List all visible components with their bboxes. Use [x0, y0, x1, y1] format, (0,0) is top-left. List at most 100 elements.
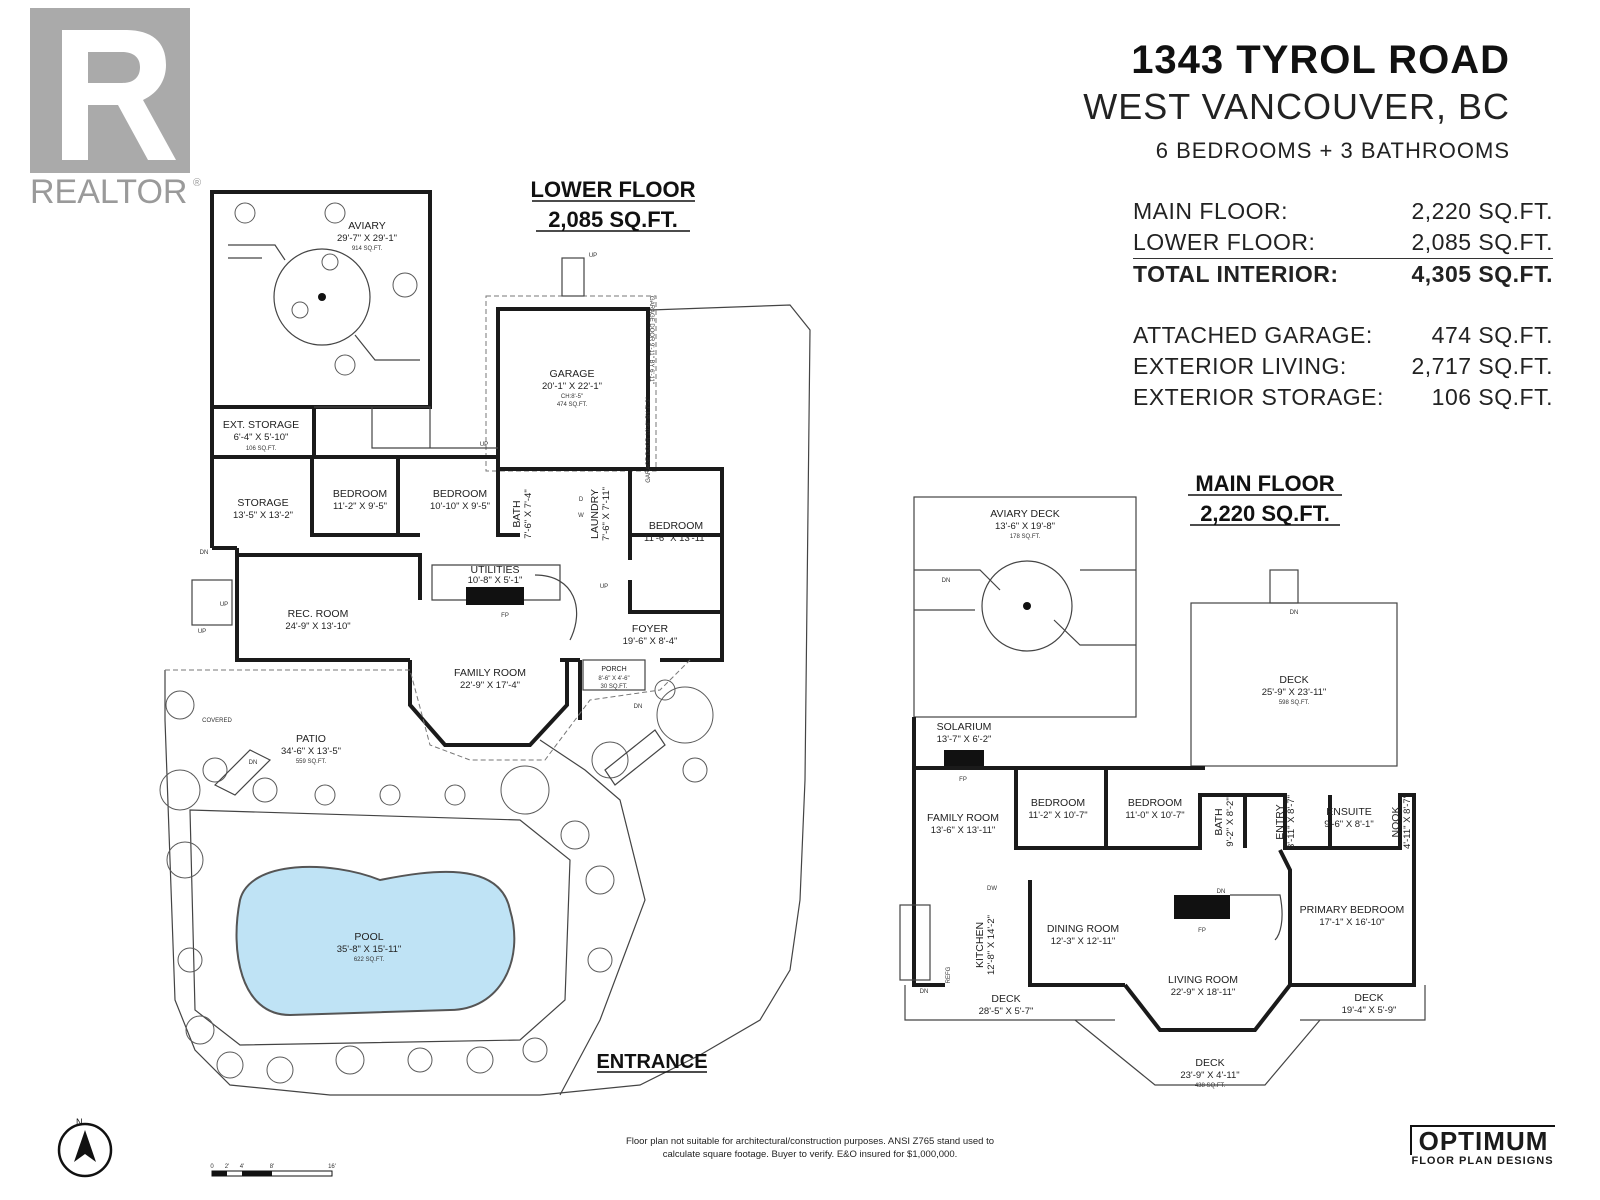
main-floor-title: MAIN FLOOR 2,220 SQ.FT. [1188, 471, 1342, 526]
disclaimer-line-1: Floor plan not suitable for architectura… [625, 1136, 995, 1147]
room-dims-bedroom-3: 11'-6" X 13'-11" [644, 533, 708, 544]
room-dims-entry: 3'-11" X 8'-7" [1286, 795, 1297, 849]
disclaimer-line-2: calculate square footage. Buyer to verif… [662, 1149, 958, 1160]
stat-value: 4,305 SQ.FT. [1411, 261, 1553, 287]
interior-area-table: MAIN FLOOR: 2,220 SQ.FT. LOWER FLOOR: 2,… [1133, 196, 1553, 290]
room-dims-foyer: 19'-6" X 8'-4" [623, 636, 678, 647]
realtor-logo: REALTOR ® [30, 8, 201, 211]
main-dn-label-1: DN [942, 578, 951, 584]
drive-steps [604, 729, 666, 786]
room-label-dining-room: DINING ROOM [1047, 923, 1119, 935]
scale-mark-3: 8' [270, 1164, 274, 1170]
room-dims-family-room-main: 13'-6" X 13'-11" [931, 825, 996, 836]
room-dims-living-room: 22'-9" X 18'-11" [1171, 987, 1236, 998]
room-label-laundry: LAUNDRY [589, 489, 601, 539]
patio-steps [213, 749, 272, 796]
main-east-walls [1014, 768, 1416, 987]
room-dims-ext-storage: 6'-4" X 5'-10" [234, 432, 289, 443]
optimum-logo-tagline: FLOOR PLAN DESIGNS [1411, 1155, 1554, 1167]
aviary-center-post [318, 293, 326, 301]
room-label-bedroom-main-1: BEDROOM [1031, 797, 1085, 809]
aviary-ring [273, 248, 371, 346]
optimum-logo: OPTIMUM FLOOR PLAN DESIGNS [1410, 1125, 1555, 1167]
stat-row-main-floor: MAIN FLOOR: 2,220 SQ.FT. [1133, 196, 1553, 227]
stat-value: 2,085 SQ.FT. [1411, 229, 1553, 255]
room-label-porch: PORCH [601, 666, 626, 673]
stat-row-garage: ATTACHED GARAGE: 474 SQ.FT. [1133, 320, 1553, 351]
room-label-family-room-lower: FAMILY ROOM [454, 667, 526, 679]
beds-baths-summary: 6 BEDROOMS + 3 BATHROOMS [1155, 138, 1510, 163]
room-dims-patio: 34'-6" X 13'-5" [281, 746, 341, 757]
site-boundary [164, 304, 811, 1096]
room-label-solarium: SOLARIUM [937, 721, 992, 733]
main-dn-label-3: DN [1217, 889, 1226, 895]
front-deck-rail [1074, 1019, 1321, 1086]
room-label-deck-east: DECK [1354, 992, 1383, 1004]
scale-mark-1: 2' [225, 1164, 229, 1170]
optimum-logo-wordmark: OPTIMUM [1410, 1125, 1555, 1155]
room-dims-aviary: 29'-7" X 29'-1" [337, 233, 397, 244]
main-deck-rail [904, 985, 1426, 1021]
exterior-walkway [314, 406, 498, 449]
up-label-5: UP [198, 629, 206, 635]
room-label-aviary: AVIARY [348, 220, 386, 232]
room-label-kitchen: KITCHEN [974, 922, 986, 968]
stat-label: TOTAL INTERIOR: [1133, 261, 1339, 287]
room-label-living-room: LIVING ROOM [1168, 974, 1238, 986]
north-compass: N [57, 1117, 113, 1178]
room-label-patio: PATIO [296, 733, 326, 745]
driveway-edge [539, 739, 646, 1096]
lower-floor-plan: AVIARY 29'-7" X 29'-1" 914 SQ.FT. EXT. S… [159, 190, 811, 1096]
lower-floor-title-area: 2,085 SQ.FT. [548, 207, 678, 232]
scale-mark-2: 4' [240, 1164, 244, 1170]
room-dims-rec-room: 24'-9" X 13'-10" [285, 621, 350, 632]
aviary-paths [228, 244, 420, 361]
disclaimer: Floor plan not suitable for architectura… [600, 1135, 1020, 1161]
aviary-deck-ring [981, 560, 1073, 652]
main-ext-stairs [899, 904, 931, 981]
dryer-label: D [579, 497, 584, 503]
room-label-aviary-deck: AVIARY DECK [990, 508, 1059, 520]
room-dims-deck-upper: 25'-9" X 23'-11" [1262, 687, 1327, 698]
entrance-label: ENTRANCE [596, 1051, 707, 1073]
main-floor-plan: AVIARY DECK 13'-6" X 19'-8" 178 SQ.FT. D… [899, 496, 1426, 1089]
fridge-label: REFG [946, 966, 952, 983]
dishwasher-label: DW [987, 886, 997, 892]
stat-row-exterior-storage: EXTERIOR STORAGE: 106 SQ.FT. [1133, 382, 1553, 413]
room-label-ext-storage: EXT. STORAGE [223, 419, 299, 431]
washer-label: W [578, 513, 584, 519]
room-dims-nook: 4'-11" X 8'-7" [1402, 795, 1413, 849]
patio-outline [165, 659, 691, 761]
fp-label-solarium: FP [959, 777, 967, 783]
lower-floor-title-name: LOWER FLOOR [531, 177, 696, 202]
stat-value: 474 SQ.FT. [1431, 322, 1553, 348]
deck-stairs [1269, 569, 1299, 604]
exterior-stairs [191, 579, 233, 626]
dn-label-1: DN [200, 550, 209, 556]
room-label-bath-lower: BATH [511, 500, 523, 527]
garage-stairs [561, 257, 585, 297]
aviary-deck [913, 496, 1137, 718]
main-dn-label-4: DN [920, 989, 929, 995]
covered-label: COVERED [202, 718, 232, 724]
room-label-deck-west: DECK [991, 993, 1020, 1005]
main-floor-title-name: MAIN FLOOR [1195, 471, 1334, 496]
room-sqft-aviary-deck: 178 SQ.FT. [1010, 534, 1041, 540]
utilities-room [431, 564, 561, 601]
room-dims-solarium: 13'-7" X 6'-2" [937, 734, 992, 745]
room-label-bedroom-2: BEDROOM [433, 488, 487, 500]
room-label-deck-upper: DECK [1279, 674, 1308, 686]
main-west-walls [912, 717, 1205, 987]
up-label-4: UP [220, 602, 228, 608]
stat-value: 106 SQ.FT. [1431, 384, 1553, 410]
lower-interior-walls [310, 457, 722, 614]
room-dims-bath-lower: 7'-6" X 7'-4" [523, 489, 534, 538]
room-label-bath-main: BATH [1213, 808, 1225, 835]
room-dims-bedroom-main-2: 11'-0" X 10'-7" [1125, 810, 1184, 821]
room-dims-deck-west: 28'-5" X 5'-7" [979, 1006, 1034, 1017]
room-label-bedroom-main-2: BEDROOM [1128, 797, 1182, 809]
exterior-area-table: ATTACHED GARAGE: 474 SQ.FT. EXTERIOR LIV… [1133, 320, 1553, 413]
up-label-2: UP [589, 253, 597, 259]
garage-door-label-2: GARAGE DOOR 10'-6" BY 7'-3" [646, 397, 652, 482]
stair-curve [534, 574, 578, 641]
